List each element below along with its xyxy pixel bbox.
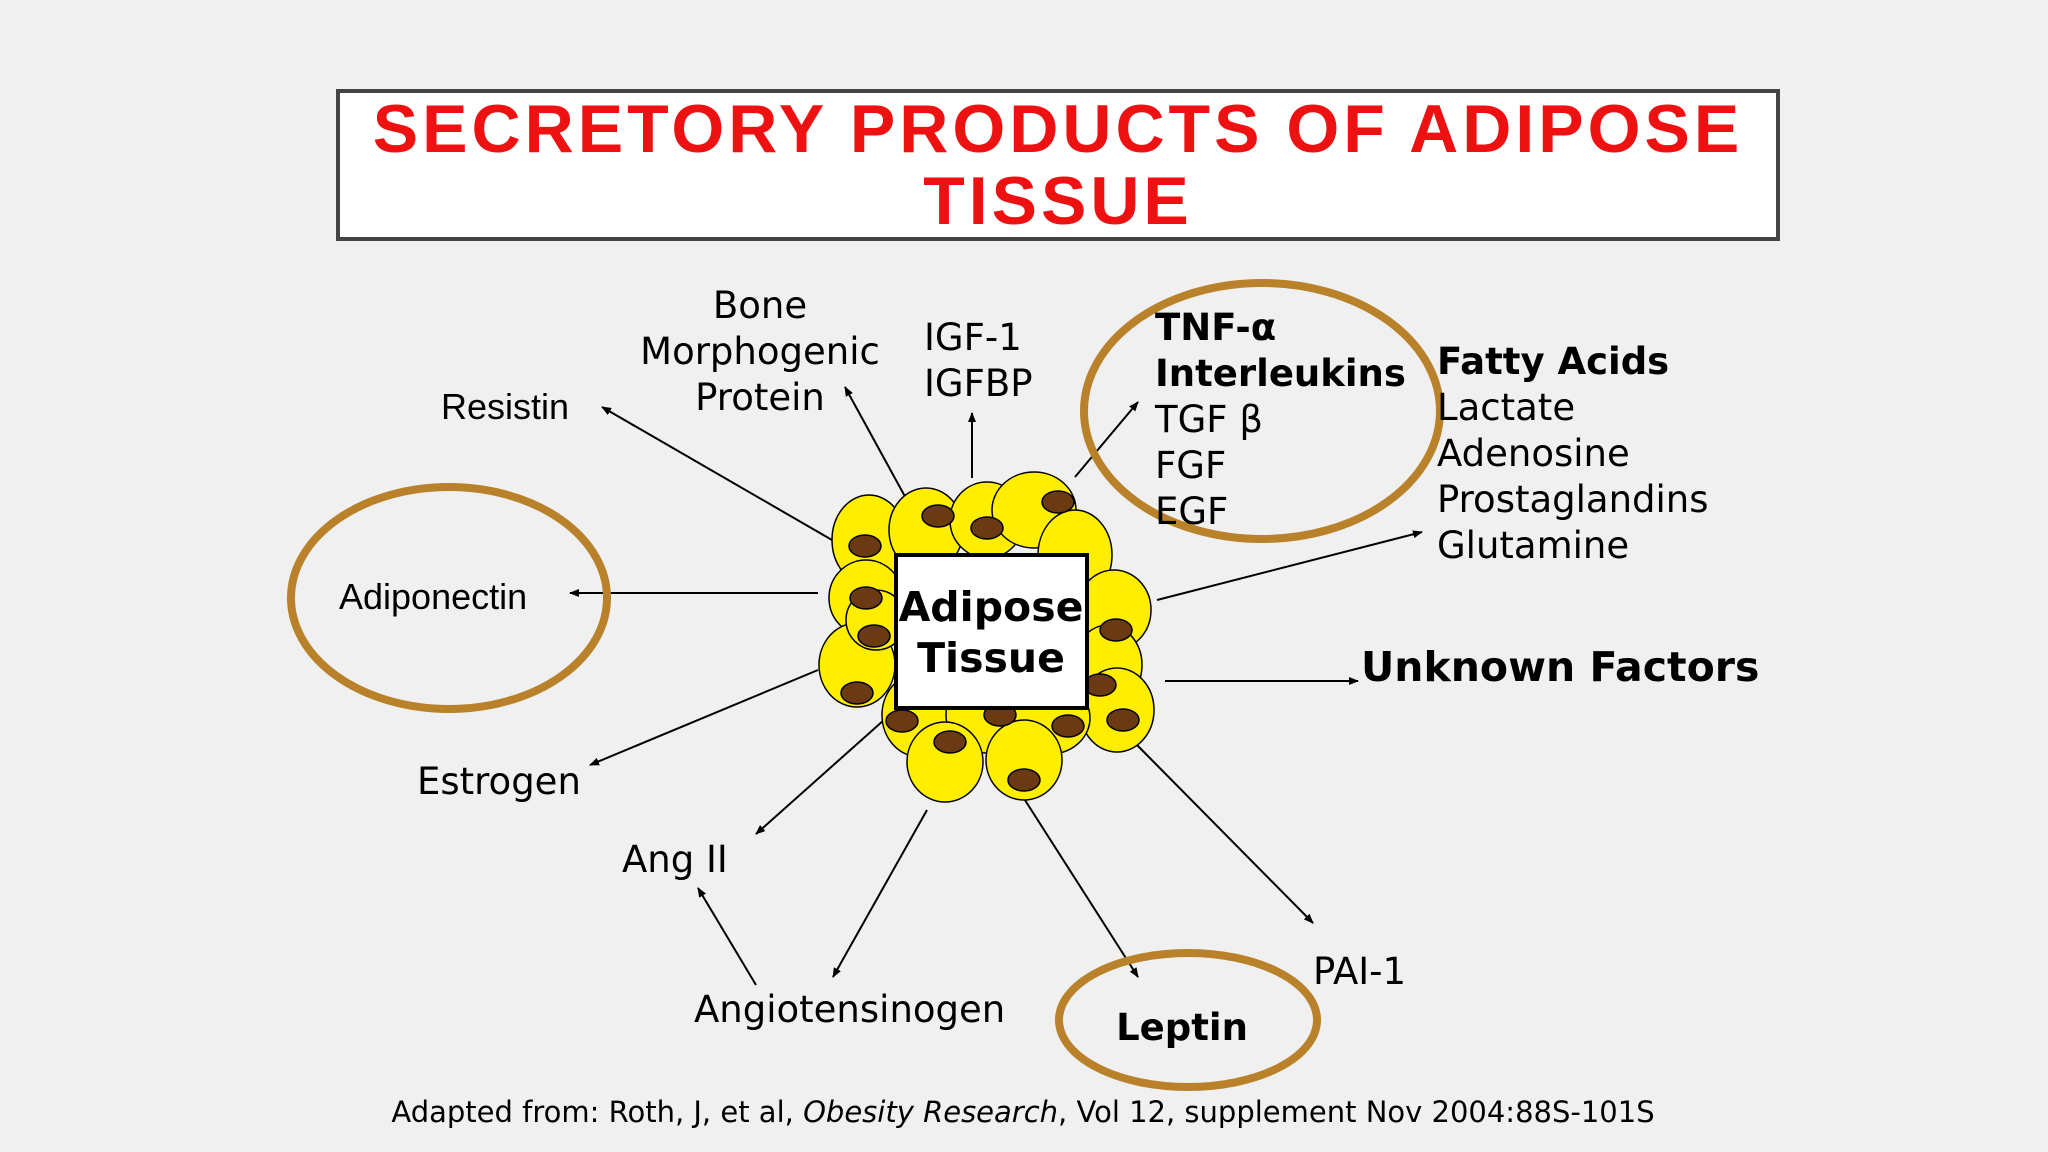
cell-nucleus	[1099, 618, 1133, 642]
cell-nucleus	[848, 534, 882, 558]
cell-nucleus	[1041, 490, 1075, 514]
center-label-1: Adipose	[899, 583, 1084, 631]
igf-line-1: IGF-1	[924, 316, 1022, 359]
arrows	[569, 386, 1423, 986]
cell-nucleus	[933, 730, 967, 754]
cell-nucleus	[1051, 714, 1085, 738]
title-line-2: TISSUE	[923, 163, 1193, 239]
leptin-circle	[1055, 949, 1321, 1091]
citation-journal: Obesity Research	[803, 1095, 1058, 1129]
angiotensinogen-label: Angiotensinogen	[694, 988, 1005, 1031]
citation-suffix: , Vol 12, supplement Nov 2004:88S-101S	[1058, 1095, 1655, 1129]
tnf-line-5: EGF	[1155, 490, 1228, 533]
center-label-2: Tissue	[917, 634, 1065, 682]
tnf-line-2: Interleukins	[1155, 352, 1406, 395]
arrow-leptin	[1022, 796, 1139, 978]
cell-nucleus	[885, 709, 919, 733]
adipose-tissue-box	[894, 553, 1089, 710]
cell-nucleus	[849, 586, 883, 610]
tnf-circle	[1080, 279, 1444, 543]
citation: Adapted from: Roth, J, et al, Obesity Re…	[391, 1095, 1654, 1129]
adiponectin-label: Adiponectin	[339, 576, 527, 617]
cell-nucleus	[921, 504, 955, 528]
fatty-line-3: Adenosine	[1437, 432, 1630, 475]
cell-nucleus	[857, 624, 891, 648]
adiponectin-circle	[287, 483, 611, 713]
arrow-angiotensinogen-to-ang2	[697, 887, 757, 986]
fat-cell	[985, 719, 1063, 801]
arrow-bone	[844, 386, 909, 503]
bone-line-2: Morphogenic	[640, 330, 880, 373]
igf-label: IGF-1 IGFBP	[924, 316, 1033, 405]
arrow-pai1	[1134, 742, 1314, 924]
arrow-resistin	[601, 406, 833, 541]
unknown-factors-label: Unknown Factors	[1361, 643, 1759, 691]
tnf-line-3: TGF β	[1154, 398, 1263, 441]
fatty-line-4: Prostaglandins	[1437, 478, 1709, 521]
fatty-group-label: Fatty Acids Lactate Adenosine Prostaglan…	[1437, 340, 1709, 567]
arrow-fatty	[1156, 530, 1423, 601]
resistin-label: Resistin	[441, 386, 569, 427]
tnf-line-4: FGF	[1155, 444, 1226, 487]
title-box: SECRETORY PRODUCTS OF ADIPOSE TISSUE	[336, 89, 1780, 241]
arrow-tnf	[1074, 401, 1139, 478]
arrow-estrogen	[589, 669, 819, 766]
cell-nucleus	[840, 681, 874, 705]
igf-line-2: IGFBP	[924, 362, 1033, 405]
cell-nucleus	[1007, 768, 1041, 792]
fatty-line-1: Fatty Acids	[1437, 340, 1669, 383]
cell-nucleus	[1106, 708, 1140, 732]
estrogen-label: Estrogen	[417, 760, 581, 803]
bone-line-1: Bone	[713, 284, 807, 327]
bone-line-3: Protein	[695, 376, 825, 419]
title-line-1: SECRETORY PRODUCTS OF ADIPOSE	[372, 91, 1744, 167]
highlight-circles	[287, 279, 1444, 1091]
citation-prefix: Adapted from: Roth, J, et al,	[391, 1095, 803, 1129]
tnf-line-1: TNF-α	[1155, 306, 1276, 349]
tnf-group-label: TNF-α Interleukins TGF β FGF EGF	[1154, 306, 1406, 533]
cell-nucleus	[970, 516, 1004, 540]
ang2-label: Ang II	[622, 838, 728, 881]
pai1-label: PAI-1	[1313, 950, 1406, 993]
arrow-angiotensinogen	[832, 809, 928, 978]
fatty-line-2: Lactate	[1437, 386, 1575, 429]
fatty-line-5: Glutamine	[1437, 524, 1629, 567]
bone-label: Bone Morphogenic Protein	[640, 284, 880, 419]
arrow-ang2	[755, 719, 885, 835]
leptin-label: Leptin	[1116, 1006, 1248, 1049]
